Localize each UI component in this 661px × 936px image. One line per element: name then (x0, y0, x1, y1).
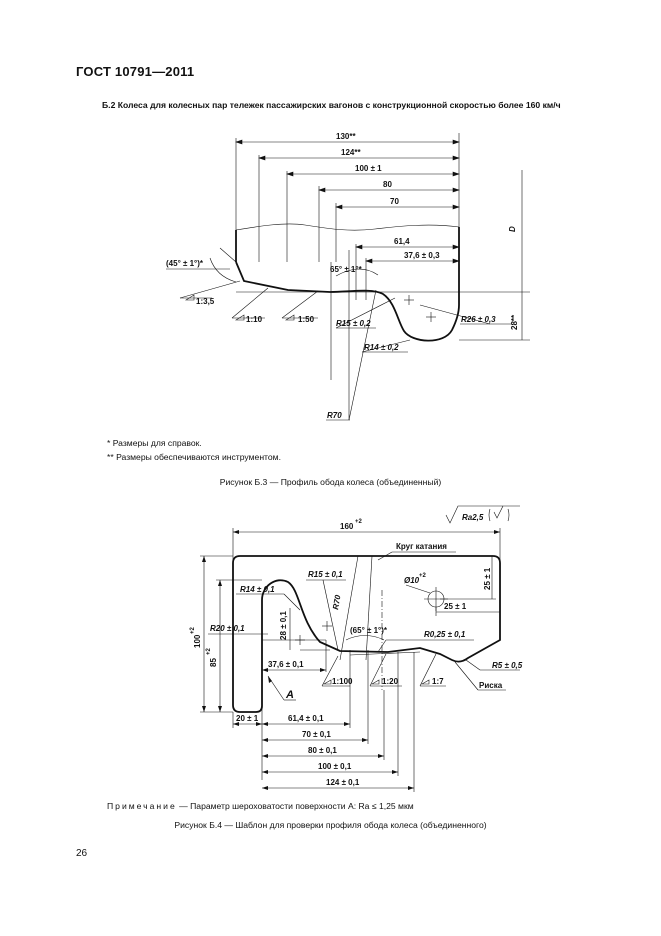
radius-70: R70 (327, 411, 342, 420)
dim-70: 70 (390, 197, 399, 206)
radius-0-25: R0,25 ± 0,1 (424, 630, 466, 639)
caption-figure-b4: Рисунок Б.4 — Шаблон для проверки профил… (174, 820, 487, 830)
dim-124: 124** (341, 148, 361, 157)
note-text: — Параметр шероховатости поверхности A: … (179, 801, 414, 811)
dim-124-template: 124 ± 0,1 (326, 778, 360, 787)
dim-100: 100 ± 1 (355, 164, 382, 173)
rolling-circle-label: Круг катания (396, 542, 447, 551)
taper-1-10: 1:10 (246, 315, 263, 324)
dim-160: 160 (340, 522, 354, 531)
dim-25-horizontal: 25 ± 1 (444, 602, 467, 611)
dim-28-template: 28 ± 0,1 (279, 611, 288, 640)
dim-160-tolerance: +2 (355, 519, 363, 525)
mark-label: Риска (479, 681, 503, 690)
dim-37-6-template: 37,6 ± 0,1 (268, 660, 304, 669)
angle-65: 65° ± 1°* (330, 265, 363, 274)
angle-45: (45° ± 1°)* (166, 259, 204, 268)
dim-20-template: 20 ± 1 (236, 714, 259, 723)
footnote-1: * Размеры для справок. (107, 438, 202, 448)
dim-85-vertical-tolerance: +2 (206, 647, 212, 655)
roughness-label: Ra2,5 (462, 513, 484, 522)
radius-26: R26 ± 0,3 (461, 315, 496, 324)
dim-D: D (508, 226, 517, 232)
taper-1-100: 1:100 (332, 677, 353, 686)
taper-1-3-5: 1:3,5 (196, 297, 215, 306)
radius-70-template: R70 (331, 594, 343, 611)
radius-15: R15 ± 0,2 (336, 319, 371, 328)
note-label: Примечание (107, 801, 177, 811)
footnote-2: ** Размеры обеспечиваются инструментом. (107, 452, 281, 462)
caption-figure-b3: Рисунок Б.3 — Профиль обода колеса (объе… (219, 477, 442, 487)
radius-5: R5 ± 0,5 (492, 661, 523, 670)
dim-70-template: 70 ± 0,1 (302, 730, 331, 739)
page-number: 26 (76, 848, 88, 859)
angle-65-template: (65° ± 1°)* (350, 626, 388, 635)
hole-diameter-tolerance: +2 (419, 573, 427, 579)
dim-28: 28** (510, 314, 519, 330)
template-note: Примечание — Параметр шероховатости пове… (107, 801, 414, 811)
dim-100-vertical-tolerance: +2 (190, 626, 196, 634)
dim-37-6: 37,6 ± 0,3 (404, 251, 440, 260)
section-heading: Б.2 Колеса для колесных пар тележек пасс… (102, 100, 561, 110)
dim-100-template: 100 ± 0,1 (318, 762, 352, 771)
dim-100-vertical: 100 (193, 634, 202, 648)
radius-14-template: R14 ± 0,1 (240, 585, 275, 594)
document-header: ГОСТ 10791—2011 (76, 64, 195, 79)
dim-130: 130** (336, 132, 356, 141)
taper-1-20: 1:20 (382, 677, 399, 686)
dim-61-4: 61,4 (394, 237, 410, 246)
radius-14: R14 ± 0,2 (364, 343, 399, 352)
radius-15-template: R15 ± 0,1 (308, 570, 343, 579)
surface-A-label: A (285, 689, 294, 701)
dim-80-template: 80 ± 0,1 (308, 746, 337, 755)
dim-61-4-template: 61,4 ± 0,1 (288, 714, 324, 723)
dim-25-vertical: 25 ± 1 (483, 567, 492, 590)
hole-diameter: Ø10 (404, 576, 420, 585)
dim-80: 80 (383, 180, 392, 189)
radius-20: R20 ± 0,1 (210, 624, 245, 633)
taper-1-7: 1:7 (432, 677, 444, 686)
taper-1-50: 1:50 (298, 315, 315, 324)
dim-85-vertical: 85 (209, 658, 218, 667)
